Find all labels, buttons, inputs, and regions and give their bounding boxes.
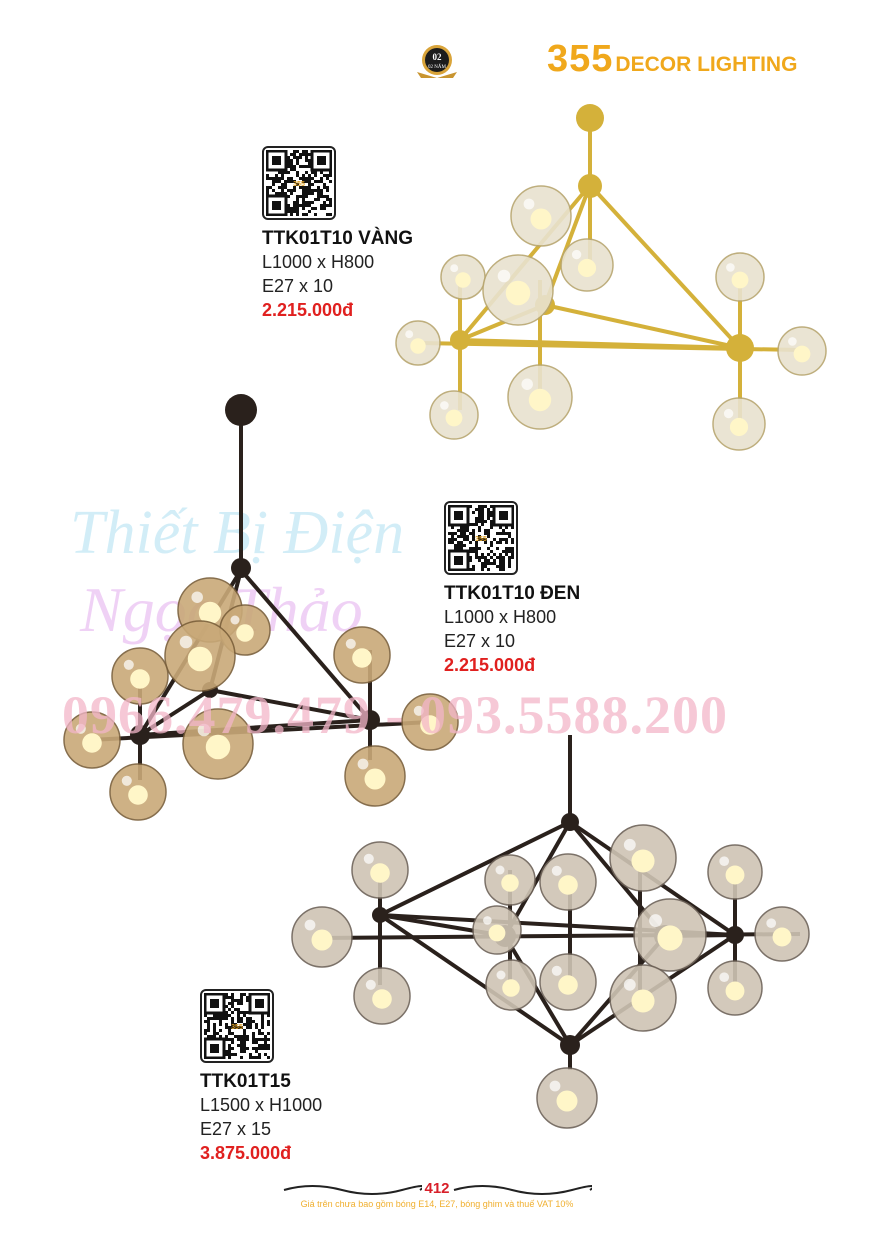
globe-bulb xyxy=(715,252,765,302)
globe-bulb xyxy=(395,320,441,366)
svg-text:355: 355 xyxy=(231,1024,243,1031)
globe-bulb xyxy=(63,711,121,769)
product-bulb: E27 x 15 xyxy=(200,1119,272,1139)
globe-bulb xyxy=(609,824,677,892)
product-ttk01t10-vang: 355 TTK01T10 VÀNG L1000 x H800 E27 x 10 … xyxy=(262,146,413,322)
globe-bulb xyxy=(485,959,537,1011)
globe-bulb xyxy=(109,763,167,821)
price-note: Giá trên chưa bao gồm bóng E14, E27, bón… xyxy=(300,1199,574,1209)
svg-text:02 NĂM: 02 NĂM xyxy=(428,64,446,70)
globe-bulb xyxy=(440,254,486,300)
globe-bulb xyxy=(353,967,411,1025)
page-number: 412 xyxy=(424,1180,450,1197)
qr-code: 355 xyxy=(262,146,336,220)
globe-bulb xyxy=(707,960,763,1016)
globe-bulb xyxy=(164,620,236,692)
globe-bulb xyxy=(609,964,677,1032)
chandelier-black xyxy=(63,394,459,821)
qr-code: 355 xyxy=(444,501,518,575)
globe-bulb xyxy=(536,1067,598,1129)
globe-bulb xyxy=(484,854,536,906)
globe-bulb xyxy=(777,326,827,376)
watermark-line1: Thiết Bị Điện xyxy=(70,499,405,567)
product-code: TTK01T10 ĐEN xyxy=(444,583,581,604)
product-price: 3.875.000đ xyxy=(200,1143,292,1163)
globe-bulb xyxy=(707,844,763,900)
product-code: TTK01T15 xyxy=(200,1071,291,1092)
product-bulb: E27 x 10 xyxy=(444,631,516,651)
svg-text:355: 355 xyxy=(293,181,305,188)
ornament-left xyxy=(283,1185,422,1195)
product-size: L1000 x H800 xyxy=(262,252,375,272)
globe-bulb xyxy=(712,397,766,451)
globe-bulb xyxy=(507,364,573,430)
brand-number: 355 xyxy=(547,38,614,80)
anniversary-badge: 02 02 NĂM xyxy=(413,42,461,82)
globe-bulb xyxy=(472,905,522,955)
product-bulb: E27 x 10 xyxy=(262,276,334,296)
globe-bulb xyxy=(344,745,406,807)
globe-bulb xyxy=(291,906,353,968)
globe-bulb xyxy=(754,906,810,962)
page-footer: 412 Giá trên chưa bao gồm bóng E14, E27,… xyxy=(0,1180,874,1209)
globe-bulb xyxy=(539,953,597,1011)
watermark-phones: 0966.479.479 - 093.5588.200 xyxy=(62,685,728,745)
globe-bulb xyxy=(111,647,169,705)
chandelier-gold xyxy=(395,104,827,451)
globe-bulb xyxy=(633,898,707,972)
globe-bulb xyxy=(510,185,572,247)
svg-text:02: 02 xyxy=(433,52,443,62)
product-ttk01t10-den: 355 TTK01T10 ĐEN L1000 x H800 E27 x 10 2… xyxy=(444,501,580,677)
chandelier-black-large xyxy=(291,735,810,1129)
globe-bulb xyxy=(482,254,554,326)
product-code: TTK01T10 VÀNG xyxy=(262,228,413,249)
globe-bulb xyxy=(333,626,391,684)
globe-bulb xyxy=(560,238,614,292)
globe-bulb xyxy=(429,390,479,440)
svg-text:355: 355 xyxy=(475,536,487,543)
ornament-right xyxy=(453,1185,592,1195)
product-price: 2.215.000đ xyxy=(262,300,354,320)
product-size: L1500 x H1000 xyxy=(200,1095,323,1115)
globe-bulb xyxy=(182,708,254,780)
qr-code: 355 xyxy=(200,989,274,1063)
globe-bulb xyxy=(351,841,409,899)
brand-logo: 355DECOR LIGHTING xyxy=(547,38,797,81)
brand-text: DECOR LIGHTING xyxy=(615,53,798,76)
product-ttk01t15: 355 TTK01T15 L1500 x H1000 E27 x 15 3.87… xyxy=(200,989,322,1165)
globe-bulb xyxy=(539,853,597,911)
product-size: L1000 x H800 xyxy=(444,607,557,627)
globe-bulb xyxy=(401,693,459,751)
product-price: 2.215.000đ xyxy=(444,655,536,675)
